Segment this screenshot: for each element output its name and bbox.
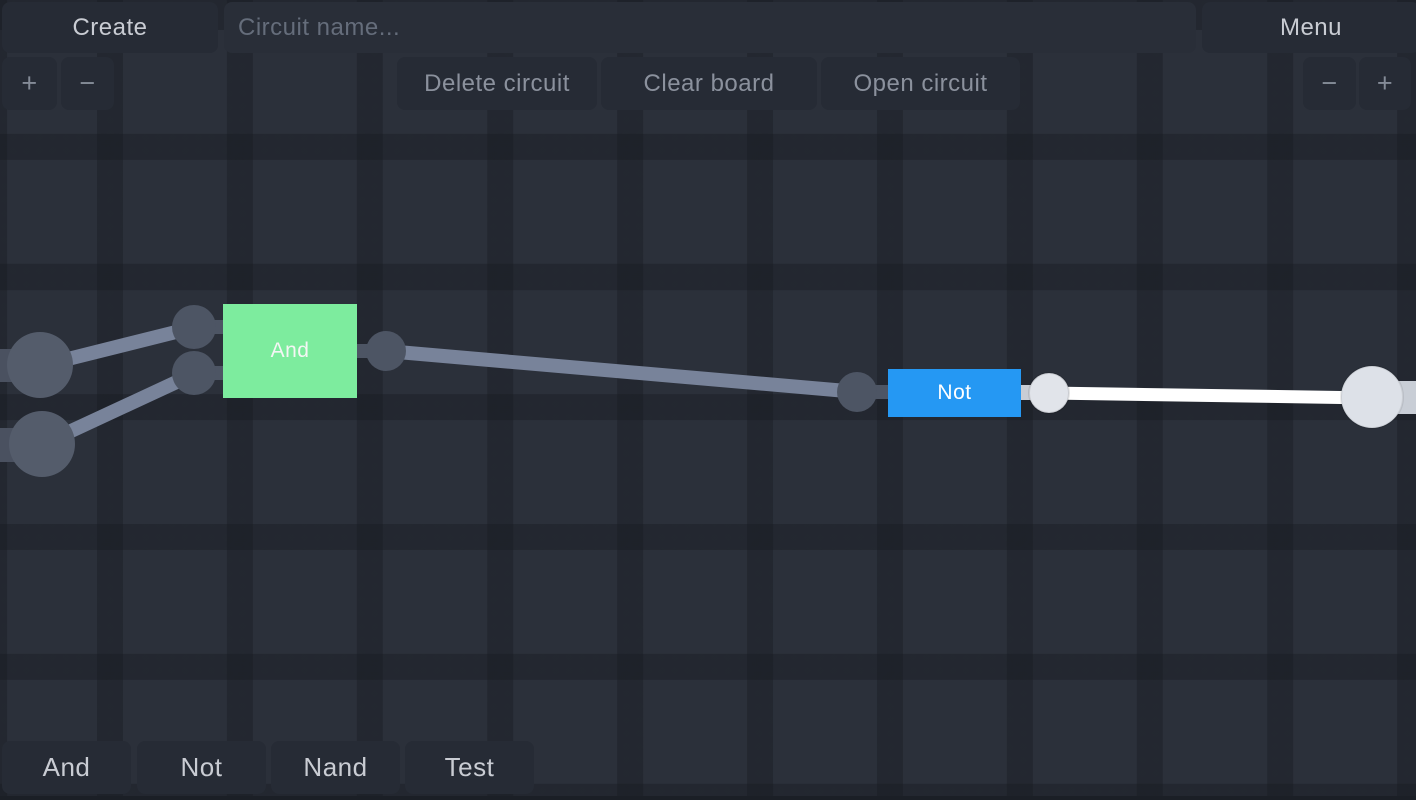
and-gate-label: And	[270, 339, 310, 362]
not-input-node[interactable]	[837, 372, 877, 412]
input-node-a[interactable]	[7, 332, 73, 398]
palette-and-label: And	[42, 752, 91, 782]
minus-icon: −	[1321, 68, 1338, 98]
minus-icon: −	[79, 68, 96, 98]
create-button[interactable]: Create	[2, 2, 218, 53]
plus-icon: +	[21, 68, 38, 98]
palette-item-and[interactable]: And	[2, 741, 131, 794]
palette-item-test[interactable]: Test	[405, 741, 534, 794]
palette-not-label: Not	[180, 752, 223, 782]
and-output-node[interactable]	[366, 331, 406, 371]
delete-circuit-label: Delete circuit	[424, 69, 570, 97]
delete-circuit-button[interactable]: Delete circuit	[397, 57, 597, 110]
input-node-b[interactable]	[9, 411, 75, 477]
clear-board-button[interactable]: Clear board	[601, 57, 817, 110]
and-gate[interactable]: And	[223, 304, 357, 398]
menu-button-label: Menu	[1279, 13, 1343, 41]
wire-not-to-output[interactable]	[1048, 386, 1373, 405]
open-circuit-label: Open circuit	[853, 69, 988, 97]
clear-board-label: Clear board	[643, 69, 775, 97]
bottom-edge	[0, 796, 1416, 800]
zoom-in-left-button[interactable]: +	[2, 57, 57, 110]
output-node[interactable]	[1340, 365, 1404, 429]
and-input-node-2[interactable]	[172, 351, 216, 395]
palette-item-not[interactable]: Not	[137, 741, 266, 794]
menu-button[interactable]: Menu	[1202, 2, 1416, 53]
and-input-node-1[interactable]	[172, 305, 216, 349]
zoom-out-left-button[interactable]: −	[61, 57, 114, 110]
open-circuit-button[interactable]: Open circuit	[821, 57, 1020, 110]
not-output-node[interactable]	[1028, 372, 1070, 414]
not-gate[interactable]: Not	[888, 369, 1021, 417]
palette-item-nand[interactable]: Nand	[271, 741, 400, 794]
not-gate-label: Not	[937, 381, 972, 404]
palette-nand-label: Nand	[303, 752, 368, 782]
wire-and-to-not[interactable]	[385, 344, 859, 399]
zoom-in-right-button[interactable]: +	[1359, 57, 1411, 110]
circuit-name-input[interactable]	[224, 2, 1196, 53]
palette-test-label: Test	[444, 752, 495, 782]
zoom-out-right-button[interactable]: −	[1303, 57, 1356, 110]
plus-icon: +	[1376, 68, 1394, 98]
create-button-label: Create	[72, 13, 148, 41]
